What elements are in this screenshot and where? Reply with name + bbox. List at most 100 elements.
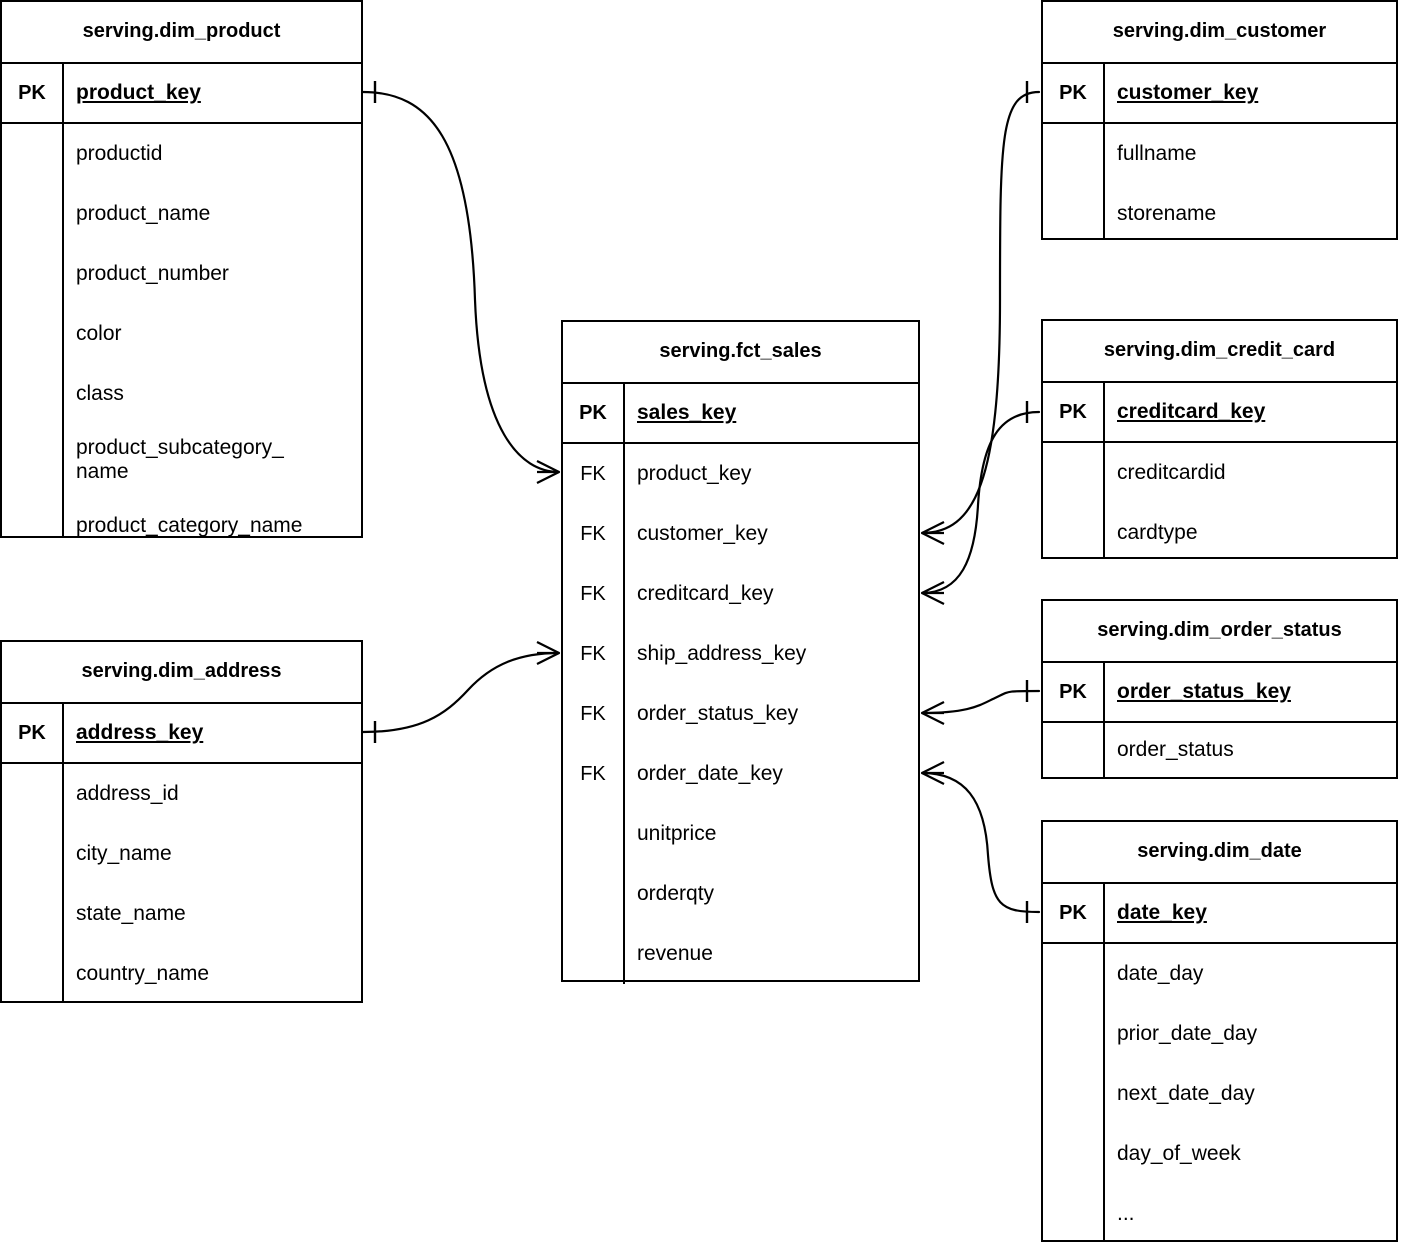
entity-title: serving.dim_product	[2, 2, 361, 64]
attribute-gutter	[1043, 944, 1105, 1240]
entity-fct-sales[interactable]: serving.fct_sales PK sales_key FK produc…	[561, 320, 920, 984]
pk-marker: PK	[1043, 64, 1105, 122]
pk-marker: PK	[2, 704, 64, 762]
relationship-sales-to-customer	[920, 81, 1041, 545]
pk-field-name: sales_key	[637, 401, 737, 425]
fk-marker	[563, 924, 625, 984]
attribute-item: next_date_day	[1117, 1082, 1255, 1106]
attribute-row: FK order_status_key	[563, 684, 918, 744]
attribute-item: ...	[1117, 1202, 1135, 1226]
pk-field-name: date_key	[1117, 901, 1207, 925]
attribute-item: revenue	[637, 942, 713, 966]
attribute-gutter	[2, 764, 64, 1001]
relationship-sales-to-creditcard	[920, 401, 1041, 605]
relationship-product-to-sales	[361, 81, 561, 484]
entity-dim-order-status[interactable]: serving.dim_order_status PK order_status…	[1041, 599, 1398, 779]
attribute-item: ship_address_key	[637, 642, 807, 666]
pk-marker: PK	[2, 64, 64, 122]
entity-attributes: order_status	[1043, 723, 1396, 777]
attribute-row: unitprice	[563, 804, 918, 864]
fk-marker: FK	[563, 504, 625, 564]
attribute-item: fullname	[1117, 142, 1197, 166]
attribute-item: city_name	[76, 842, 172, 866]
entity-pk-row: PK order_status_key	[1043, 663, 1396, 723]
pk-field-name: product_key	[76, 81, 201, 105]
attribute-item: product_subcategory_ name	[76, 436, 284, 483]
attribute-item: storename	[1117, 202, 1217, 226]
entity-pk-row: PK sales_key	[563, 384, 918, 444]
attribute-row: FK product_key	[563, 444, 918, 504]
pk-marker: PK	[563, 384, 625, 442]
entity-attributes: fullname storename	[1043, 124, 1396, 238]
attribute-item: customer_key	[637, 522, 768, 546]
attribute-row: orderqty	[563, 864, 918, 924]
attribute-item: creditcardid	[1117, 461, 1226, 485]
entity-title: serving.dim_customer	[1043, 2, 1396, 64]
attribute-item: product_category_name	[76, 514, 303, 538]
attribute-item: product_number	[76, 262, 229, 286]
attribute-list: productid product_name product_number co…	[64, 124, 361, 537]
pk-field-name: address_key	[76, 721, 204, 745]
entity-dim-date[interactable]: serving.dim_date PK date_key date_day pr…	[1041, 820, 1398, 1242]
entity-attributes: address_id city_name state_name country_…	[2, 764, 361, 1001]
fk-marker: FK	[563, 684, 625, 744]
attribute-row: FK order_date_key	[563, 744, 918, 804]
fk-marker	[563, 804, 625, 864]
relationship-address-to-sales	[361, 641, 561, 743]
attribute-list: date_day prior_date_day next_date_day da…	[1105, 944, 1396, 1240]
entity-pk-row: PK creditcard_key	[1043, 383, 1396, 443]
fk-marker: FK	[563, 564, 625, 624]
pk-marker: PK	[1043, 383, 1105, 441]
attribute-list: creditcardid cardtype	[1105, 443, 1396, 557]
entity-attributes: date_day prior_date_day next_date_day da…	[1043, 944, 1396, 1240]
entity-dim-customer[interactable]: serving.dim_customer PK customer_key ful…	[1041, 0, 1398, 240]
entity-title: serving.fct_sales	[563, 322, 918, 384]
attribute-item: state_name	[76, 902, 186, 926]
attribute-gutter	[1043, 723, 1105, 777]
attribute-gutter	[1043, 124, 1105, 238]
attribute-item: day_of_week	[1117, 1142, 1241, 1166]
attribute-item: product_key	[637, 462, 752, 486]
pk-field-name: order_status_key	[1117, 680, 1291, 704]
entity-attributes: FK product_key FK customer_key FK credit…	[563, 444, 918, 984]
entity-dim-product[interactable]: serving.dim_product PK product_key produ…	[0, 0, 363, 538]
attribute-item: date_day	[1117, 962, 1204, 986]
attribute-item: prior_date_day	[1117, 1022, 1258, 1046]
fk-marker	[563, 864, 625, 924]
attribute-item: orderqty	[637, 882, 715, 906]
entity-title: serving.dim_date	[1043, 822, 1396, 884]
entity-pk-row: PK customer_key	[1043, 64, 1396, 124]
attribute-item: class	[76, 382, 124, 406]
pk-field-name: creditcard_key	[1117, 400, 1266, 424]
relationship-sales-to-date	[920, 761, 1041, 923]
attribute-item: color	[76, 322, 122, 346]
attribute-item: order_status_key	[637, 702, 799, 726]
attribute-item: country_name	[76, 962, 210, 986]
attribute-list: order_status	[1105, 723, 1396, 777]
entity-title: serving.dim_address	[2, 642, 361, 704]
attribute-item: product_name	[76, 202, 211, 226]
pk-marker: PK	[1043, 884, 1105, 942]
fk-marker: FK	[563, 624, 625, 684]
entity-pk-row: PK address_key	[2, 704, 361, 764]
attribute-gutter	[1043, 443, 1105, 557]
attribute-item: productid	[76, 142, 163, 166]
entity-title: serving.dim_order_status	[1043, 601, 1396, 663]
entity-title: serving.dim_credit_card	[1043, 321, 1396, 383]
entity-attributes: creditcardid cardtype	[1043, 443, 1396, 557]
attribute-item: order_status	[1117, 738, 1234, 762]
attribute-item: unitprice	[637, 822, 717, 846]
attribute-row: FK ship_address_key	[563, 624, 918, 684]
pk-field-name: customer_key	[1117, 81, 1259, 105]
attribute-list: fullname storename	[1105, 124, 1396, 238]
attribute-row: revenue	[563, 924, 918, 984]
entity-dim-address[interactable]: serving.dim_address PK address_key addre…	[0, 640, 363, 1003]
entity-attributes: productid product_name product_number co…	[2, 124, 361, 537]
fk-marker: FK	[563, 744, 625, 804]
entity-pk-row: PK date_key	[1043, 884, 1396, 944]
attribute-gutter	[2, 124, 64, 536]
entity-dim-credit-card[interactable]: serving.dim_credit_card PK creditcard_ke…	[1041, 319, 1398, 559]
attribute-item: cardtype	[1117, 521, 1198, 545]
attribute-item: creditcard_key	[637, 582, 774, 606]
